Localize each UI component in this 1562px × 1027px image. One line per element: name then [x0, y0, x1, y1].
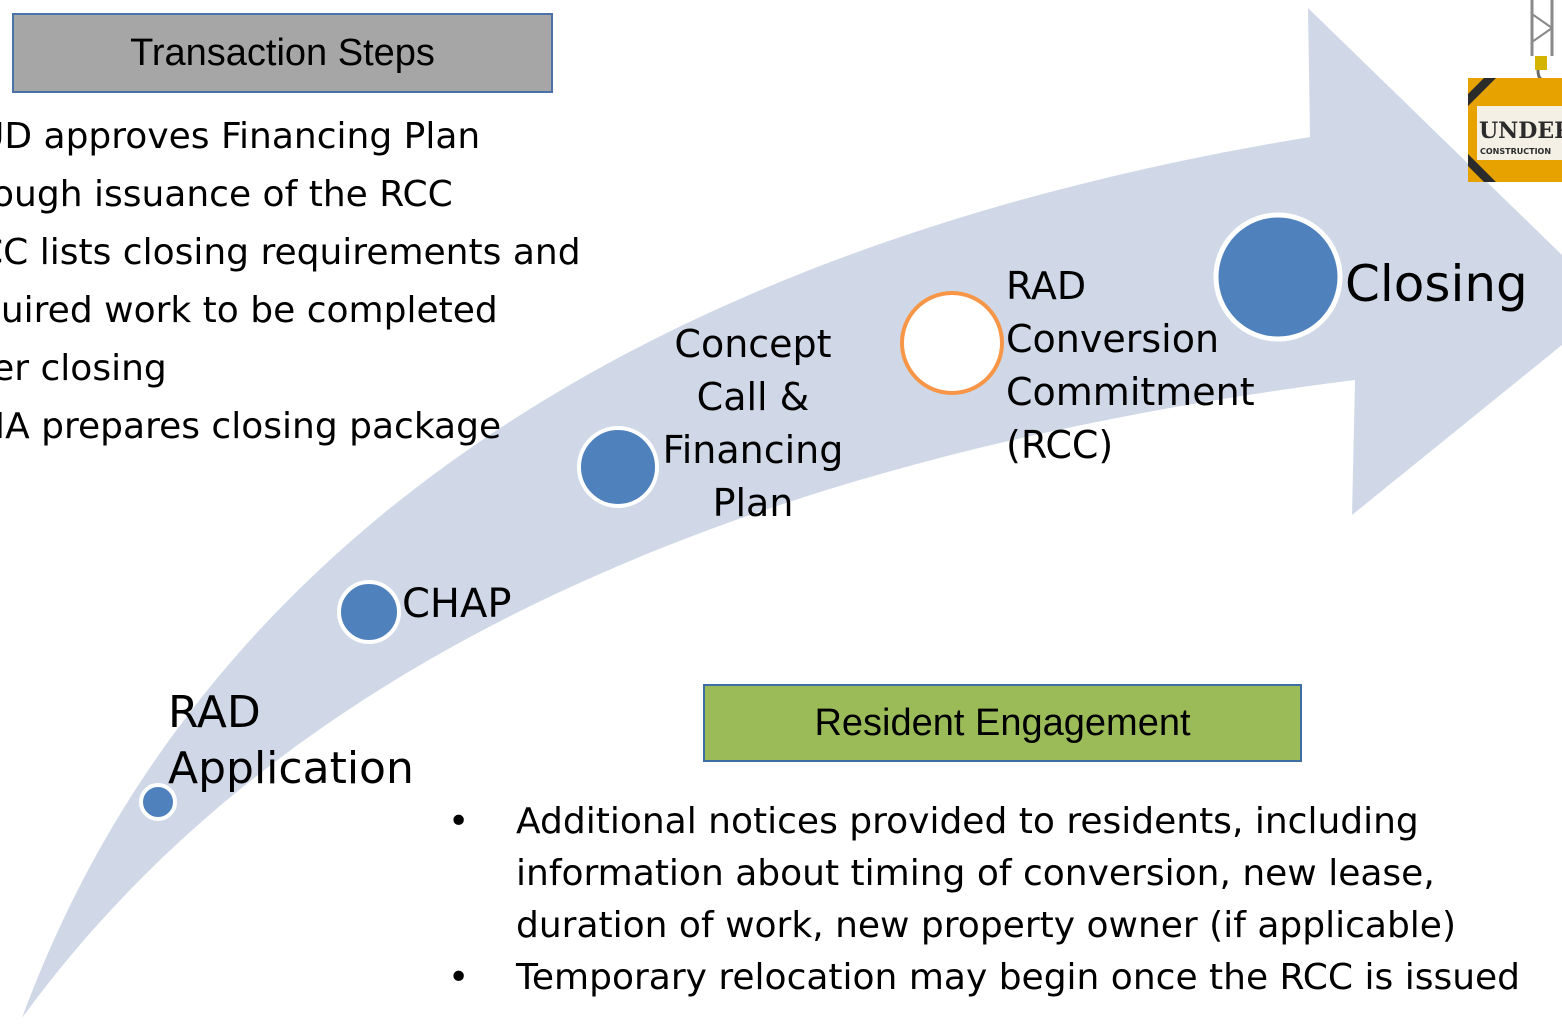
resident-engagement-list: • Additional notices provided to residen…	[440, 796, 1520, 1004]
milestone-closing	[1213, 212, 1343, 342]
list-item: • Additional notices provided to residen…	[440, 796, 1520, 952]
step-line: quired work to be completed	[0, 290, 498, 331]
curved-arrow	[22, 8, 1562, 1018]
bullet-icon: •	[448, 801, 470, 842]
list-item: • Temporary relocation may begin once th…	[440, 952, 1520, 1004]
svg-text:CONSTRUCTION: CONSTRUCTION	[1480, 147, 1551, 156]
step-line: rough issuance of the RCC	[0, 174, 453, 215]
milestone-application	[139, 783, 177, 821]
stage-label-application: RAD Application	[168, 687, 414, 794]
milestone-concept	[577, 426, 659, 508]
stage-label-chap: CHAP	[402, 581, 512, 627]
transaction-steps-list: UD approves Financing Plan rough issuanc…	[0, 108, 581, 456]
milestone-rcc-current	[900, 291, 1004, 395]
bullet-icon: •	[448, 957, 470, 998]
stage-label-concept-call: Concept Call & Financing Plan	[662, 322, 844, 525]
step-line: CC lists closing requirements and	[0, 232, 581, 273]
step-line: HA prepares closing package	[0, 406, 502, 447]
stage-label-closing: Closing	[1345, 255, 1528, 313]
under-construction-sign-icon: UNDER CONSTRUCTION	[1468, 0, 1562, 182]
step-line: UD approves Financing Plan	[0, 116, 481, 157]
stage-label-rcc: RAD Conversion Commitment (RCC)	[1006, 264, 1255, 467]
milestone-chap	[337, 580, 401, 644]
svg-text:UNDER: UNDER	[1479, 118, 1562, 144]
transaction-steps-title: Transaction Steps	[12, 13, 553, 93]
resident-engagement-title: Resident Engagement	[703, 684, 1302, 762]
step-line: ter closing	[0, 348, 167, 389]
